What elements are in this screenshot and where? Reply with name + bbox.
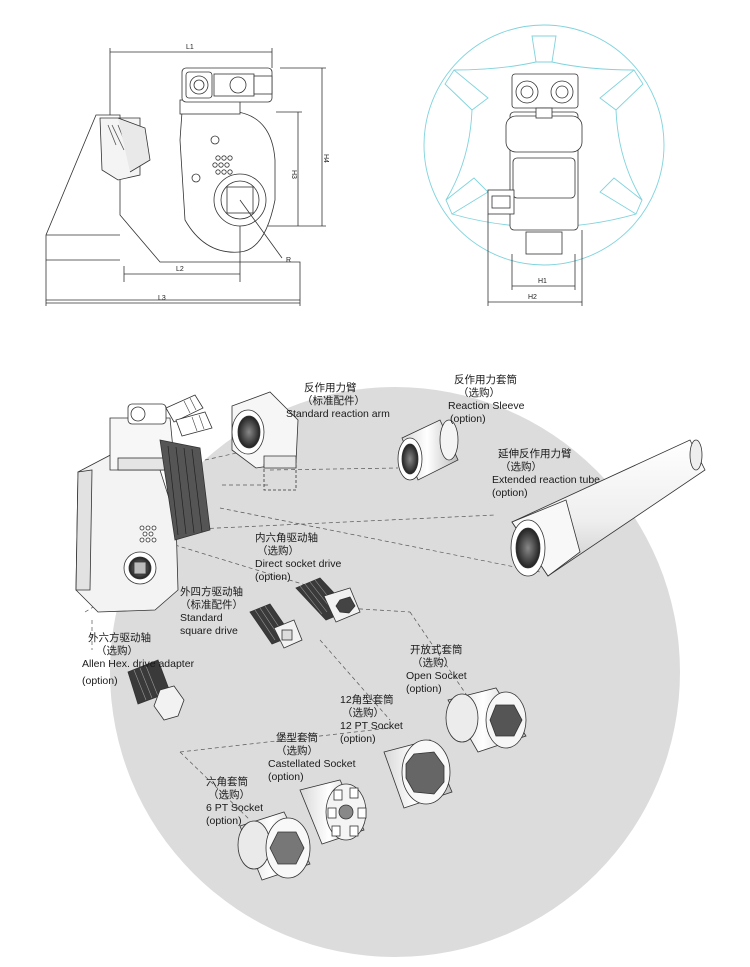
label-cn: 外六方驱动轴	[88, 632, 151, 644]
label-note: （选购）	[500, 461, 542, 473]
label-option: (option)	[268, 771, 304, 783]
label-cn: 反作用力套筒	[454, 374, 517, 386]
label-reaction-sleeve: 反作用力套筒 （选购） Reaction Sleeve (option)	[448, 374, 525, 426]
label-cn: 开放式套筒	[410, 644, 463, 656]
reaction-circle	[423, 24, 665, 266]
label-en: Castellated Socket	[268, 758, 356, 770]
label-en: Standard reaction arm	[286, 408, 390, 420]
dim-r: R	[286, 257, 291, 264]
dim-l1: L1	[186, 44, 194, 51]
label-open-socket: 开放式套筒 （选购） Open Socket (option)	[406, 644, 467, 696]
label-option: (option)	[206, 815, 242, 827]
label-pt6-socket: 六角套筒 （选购） 6 PT Socket (option)	[206, 776, 263, 828]
label-note: （选购）	[276, 745, 318, 757]
castellated-socket	[299, 779, 367, 845]
label-en: 6 PT Socket	[206, 802, 264, 814]
pt12-socket	[383, 739, 453, 809]
label-en: Direct socket drive	[255, 558, 342, 570]
standard-reaction-arm	[231, 391, 299, 491]
side-view-dimension-labels: L1 L2 L3 H4 H3 R	[158, 44, 329, 302]
label-option: (option)	[340, 733, 376, 745]
dim-h4: H4	[322, 154, 329, 163]
label-cn: 六角套筒	[206, 776, 248, 788]
label-note: （标准配件）	[302, 395, 365, 407]
dim-l2: L2	[176, 266, 184, 273]
label-standard-square-drive: 外四方驱动轴 （标准配件） Standard square drive	[180, 586, 243, 638]
label-en: 12 PT Socket	[340, 720, 403, 732]
label-en: Allen Hex. drive adapter	[82, 658, 195, 670]
label-cn: 堡型套筒	[276, 732, 318, 744]
label-note: （选购）	[96, 645, 138, 657]
side-view-drawing	[45, 48, 326, 306]
label-option: (option)	[492, 487, 528, 499]
label-en: Reaction Sleeve	[448, 400, 525, 412]
label-note: （选购）	[412, 657, 454, 669]
standard-square-drive	[249, 603, 303, 649]
label-allen-hex-adapter: 外六方驱动轴 （选购） Allen Hex. drive adapter (op…	[82, 632, 194, 688]
label-pt12-socket: 12角型套筒 （选购） 12 PT Socket (option)	[340, 694, 403, 746]
extended-reaction-tube	[510, 439, 706, 577]
label-en1: Standard	[180, 612, 223, 624]
label-option: (option)	[450, 413, 486, 425]
label-direct-socket-drive: 内六角驱动轴 （选购） Direct socket drive (option)	[255, 532, 341, 584]
label-note: （选购）	[458, 387, 500, 399]
wrench-body	[75, 394, 213, 613]
label-option: (option)	[82, 675, 118, 687]
dim-h3: H3	[290, 170, 297, 179]
front-view-drawing: H1 H2	[423, 24, 665, 306]
label-cn: 外四方驱动轴	[180, 586, 243, 598]
reaction-sleeve	[397, 419, 459, 481]
label-note: （标准配件）	[180, 599, 243, 611]
label-note: （选购）	[208, 789, 250, 801]
pt6-socket	[237, 811, 311, 881]
dim-h1: H1	[538, 278, 547, 285]
label-standard-reaction-arm: 反作用力臂 （标准配件） Standard reaction arm	[286, 382, 390, 421]
label-note: （选购）	[342, 707, 384, 719]
direct-socket-drive	[295, 577, 361, 623]
label-castellated-socket: 堡型套筒 （选购） Castellated Socket (option)	[268, 732, 356, 784]
label-en2: square drive	[180, 625, 238, 637]
label-extended-reaction-tube: 延伸反作用力臂 （选购） Extended reaction tube (opt…	[492, 448, 600, 500]
label-cn: 12角型套筒	[340, 694, 394, 706]
label-cn: 反作用力臂	[304, 382, 357, 394]
label-option: (option)	[255, 571, 291, 583]
label-cn: 延伸反作用力臂	[498, 448, 572, 460]
dim-l3: L3	[158, 295, 166, 302]
label-option: (option)	[406, 683, 442, 695]
label-en: Open Socket	[406, 670, 467, 682]
allen-hex-adapter	[127, 659, 185, 721]
label-cn: 内六角驱动轴	[255, 532, 318, 544]
label-note: （选购）	[257, 545, 299, 557]
open-socket	[445, 687, 527, 753]
label-en: Extended reaction tube	[492, 474, 600, 486]
dim-h2: H2	[528, 294, 537, 301]
